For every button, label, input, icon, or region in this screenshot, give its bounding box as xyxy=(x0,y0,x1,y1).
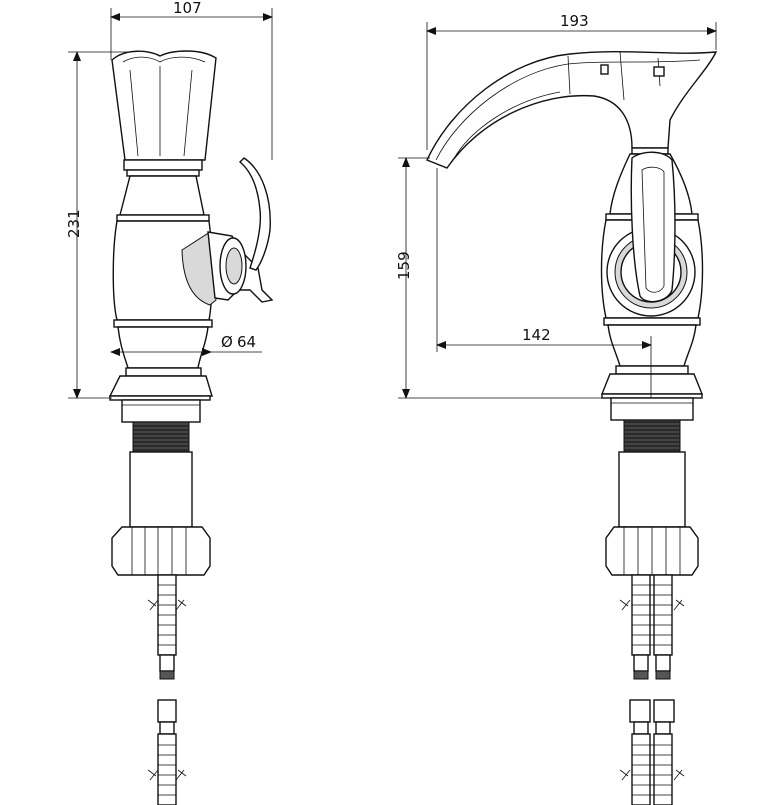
side-view: 107 231 Ø 64 xyxy=(65,0,274,805)
front-spout xyxy=(426,50,718,169)
dim-side-height: 231 xyxy=(65,209,83,238)
front-view: 193 159 142 xyxy=(395,12,718,805)
side-hose-upper xyxy=(147,574,187,680)
dim-diameter-symbol: Ø xyxy=(221,333,233,351)
side-nut xyxy=(111,526,211,576)
dim-front-height: 159 xyxy=(395,251,413,280)
dim-front-reach: 142 xyxy=(522,326,551,344)
front-lever xyxy=(630,151,676,303)
side-top-cup xyxy=(111,50,217,161)
front-hose-pair-lower xyxy=(619,699,685,805)
dim-side-diameter: 64 xyxy=(237,333,256,351)
side-hose-lower xyxy=(147,699,187,805)
dim-front-width: 193 xyxy=(560,12,589,30)
front-hose-pair-upper xyxy=(619,574,685,680)
dim-side-width: 107 xyxy=(173,0,202,17)
